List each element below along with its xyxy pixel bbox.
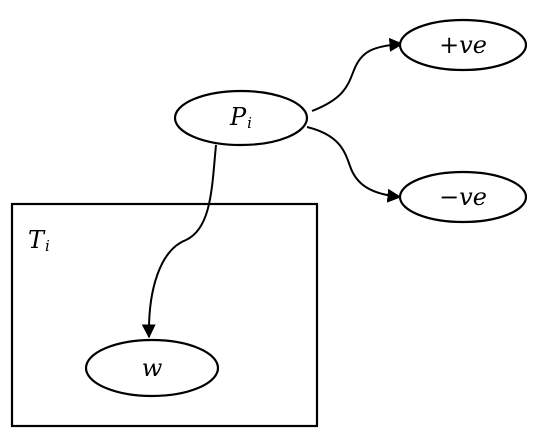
node-negative: −ve <box>398 170 528 224</box>
node-positive-ellipse <box>398 18 528 72</box>
node-p-i-ellipse <box>173 89 309 147</box>
edge-p-to-w <box>141 144 217 339</box>
edge-p-to-neg <box>306 126 402 203</box>
plate-label: Ti <box>28 226 50 255</box>
node-w-label: w <box>142 354 163 382</box>
node-negative-ellipse <box>398 170 528 224</box>
node-w: w <box>84 338 220 398</box>
node-p-i-label: Pi <box>229 103 252 132</box>
plate-box <box>10 202 319 428</box>
node-positive-label: +ve <box>439 31 487 59</box>
node-w-ellipse <box>84 338 220 398</box>
plate-t: Ti <box>10 202 319 428</box>
node-positive: +ve <box>398 18 528 72</box>
edge-p-to-pos <box>311 37 404 112</box>
node-negative-label: −ve <box>439 183 487 211</box>
node-p-i: Pi <box>173 89 309 147</box>
